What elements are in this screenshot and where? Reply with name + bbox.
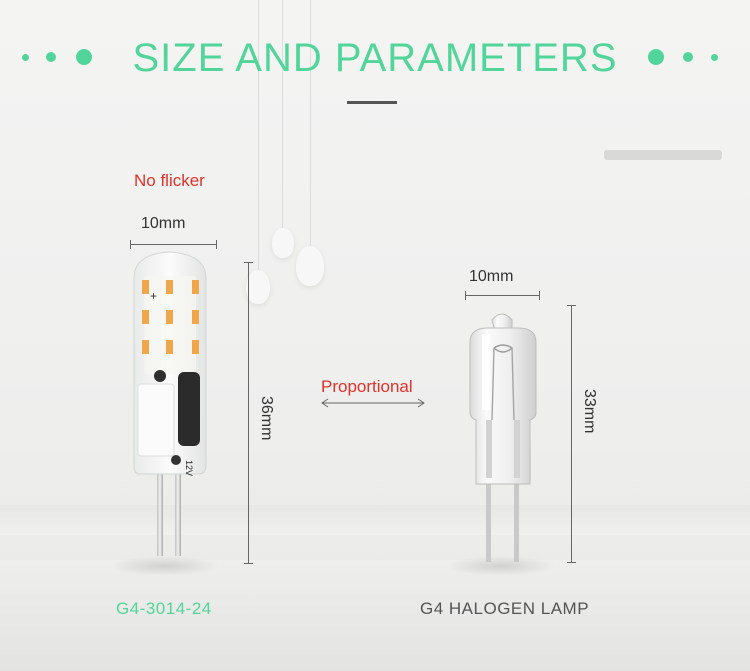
decor-dot xyxy=(46,52,56,62)
dimension-tick xyxy=(244,563,253,564)
feature-label: No flicker xyxy=(134,171,205,190)
g4-led-bulb-image: + 12V xyxy=(133,251,207,556)
decor-dot xyxy=(683,52,693,62)
halogen-width-line xyxy=(465,295,539,296)
led-width-label: 10mm xyxy=(141,215,186,232)
title-row: SIZE AND PARAMETERS xyxy=(0,28,750,88)
g4-halogen-lamp-image xyxy=(469,313,537,562)
halogen-shadow xyxy=(446,556,556,576)
title-underline xyxy=(347,101,397,104)
background-floor xyxy=(0,560,750,671)
background-pendant-lamp xyxy=(272,228,294,258)
decor-dot xyxy=(648,49,664,65)
background-wire xyxy=(282,0,283,232)
led-model-label: G4-3014-24 xyxy=(116,599,212,618)
decor-dot xyxy=(711,54,718,61)
led-height-line xyxy=(248,262,249,564)
background-towel-rail xyxy=(604,150,722,160)
background-wire xyxy=(258,0,259,275)
halogen-height-line xyxy=(571,305,572,563)
halogen-name-label: G4 HALOGEN LAMP xyxy=(420,599,590,618)
dimension-tick xyxy=(539,291,540,300)
dimension-tick xyxy=(567,562,576,563)
dimension-tick xyxy=(244,262,253,263)
dimension-tick xyxy=(567,305,576,306)
voltage-mark: 12V xyxy=(184,460,194,476)
halogen-width-label: 10mm xyxy=(469,268,514,285)
background-pendant-lamp xyxy=(296,246,324,286)
halogen-height-label: 33mm xyxy=(581,389,598,434)
decor-dot xyxy=(22,54,29,61)
led-shadow xyxy=(110,556,220,576)
dimension-tick xyxy=(130,240,131,249)
dimension-tick xyxy=(465,291,466,300)
dimension-tick xyxy=(216,240,217,249)
led-height-label: 36mm xyxy=(258,396,275,441)
decor-dot xyxy=(76,49,92,65)
svg-text:+: + xyxy=(150,289,157,303)
led-width-line xyxy=(130,244,216,245)
page-title: SIZE AND PARAMETERS xyxy=(132,36,618,80)
background-wire xyxy=(310,0,311,250)
background-shelf xyxy=(0,505,750,535)
background-pendant-lamp xyxy=(246,270,270,304)
comparison-label: Proportional xyxy=(321,377,413,396)
double-arrow-icon xyxy=(321,398,425,408)
